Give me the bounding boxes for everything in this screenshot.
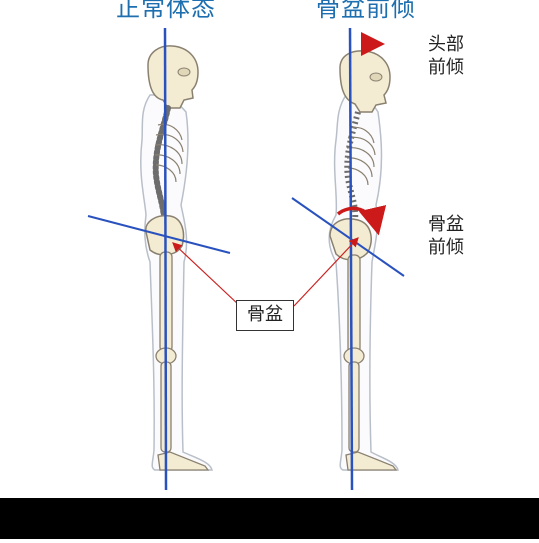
normal-spine — [152, 105, 171, 233]
tilt-plumb-line — [348, 27, 354, 491]
normal-plumb-line — [163, 27, 168, 491]
pelvic-tilt-side-label: 骨盆 前倾 — [428, 213, 464, 259]
bottom-black-bar — [0, 498, 539, 539]
tilt-figure — [291, 27, 405, 491]
pelvic-tilt-title: 骨盆前倾 — [316, 0, 416, 22]
head-forward-label-line2: 前倾 — [428, 57, 464, 78]
pelvic-tilt-side-label-line1: 骨盆 — [428, 214, 464, 235]
normal-posture-title: 正常体态 — [116, 0, 216, 22]
pelvis-callout-box: 骨盆 — [236, 300, 294, 331]
pelvis-rotation-arrow-icon — [336, 204, 387, 236]
pelvis-pointer-lines — [172, 237, 359, 307]
head-forward-label: 头部 前倾 — [428, 33, 464, 79]
normal-ribcage — [154, 123, 184, 183]
normal-figure — [87, 27, 231, 491]
head-forward-label-line1: 头部 — [428, 34, 464, 55]
pelvic-tilt-side-label-line2: 前倾 — [428, 237, 464, 258]
tilt-pelvis-axis — [291, 197, 405, 277]
tilt-body-outline — [328, 94, 399, 471]
normal-pelvis-axis — [87, 215, 231, 254]
